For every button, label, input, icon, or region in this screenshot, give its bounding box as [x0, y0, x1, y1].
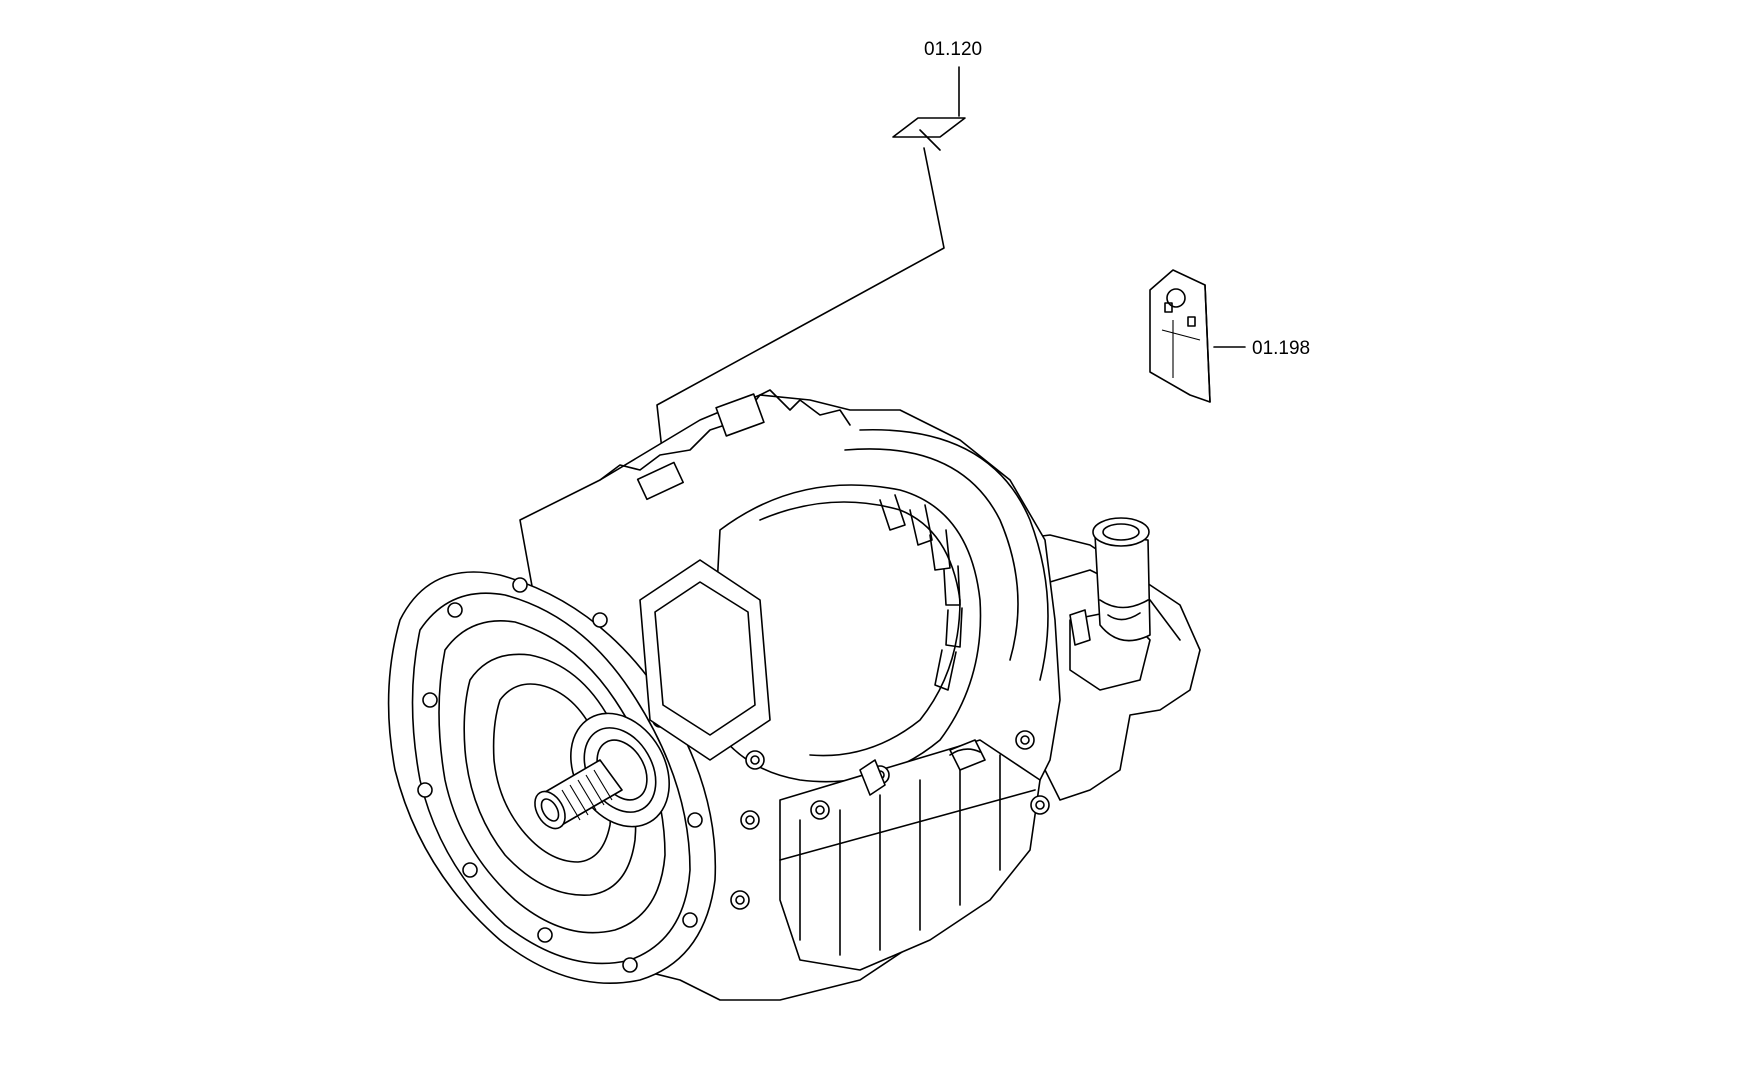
callout-01-120[interactable]: 01.120	[924, 39, 982, 117]
transmission-assembly	[387, 389, 1201, 1001]
tag-part[interactable]	[1149, 269, 1211, 403]
callout-01-198[interactable]: 01.198	[1213, 338, 1310, 359]
callout-label-01-120: 01.120	[924, 39, 982, 60]
nameplate-part[interactable]	[892, 117, 966, 151]
callout-label-01-198: 01.198	[1252, 338, 1310, 359]
